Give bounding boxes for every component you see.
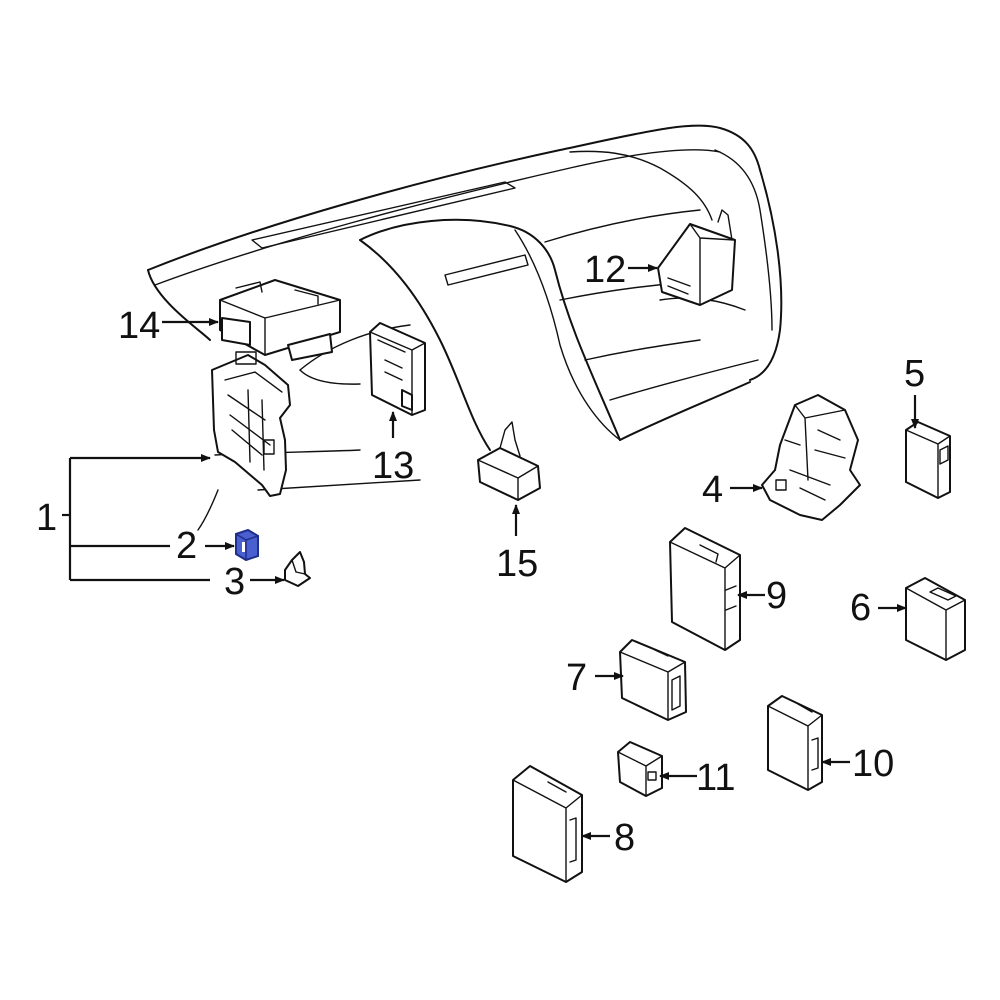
module-10[interactable] [767,695,823,791]
callout-2[interactable]: 2 [176,525,197,567]
callout-13[interactable]: 13 [372,445,414,487]
module-13[interactable] [369,322,426,416]
relay-2-highlighted[interactable] [235,528,259,562]
callout-10[interactable]: 10 [852,743,894,785]
callout-3[interactable]: 3 [224,561,245,603]
module-6[interactable] [905,577,966,661]
module-11[interactable] [617,741,663,797]
callout-9[interactable]: 9 [766,575,787,617]
module-15[interactable] [477,421,541,501]
callout-7[interactable]: 7 [566,657,587,699]
callout-4[interactable]: 4 [702,469,723,511]
callout-1[interactable]: 1 [36,497,57,539]
module-8[interactable] [512,765,583,883]
junction-block-4[interactable] [761,394,861,521]
callout-8[interactable]: 8 [614,817,635,859]
clip-3[interactable] [284,551,311,587]
leader-arrows [162,264,919,840]
callout-15[interactable]: 15 [496,543,538,585]
callout-12[interactable]: 12 [584,249,626,291]
module-12[interactable] [657,209,736,306]
callout-14[interactable]: 14 [118,305,160,347]
callout-5[interactable]: 5 [904,353,925,395]
callout-labels: 1 2 3 4 5 6 7 8 9 10 11 12 13 14 15 [36,249,925,859]
module-9[interactable] [669,527,741,651]
module-5[interactable] [905,421,951,499]
relay-block-1[interactable] [211,351,291,497]
bracket-lines-1 [62,454,211,582]
callout-11[interactable]: 11 [696,757,735,799]
module-7[interactable] [619,639,687,721]
module-14[interactable] [219,279,341,361]
callout-6[interactable]: 6 [850,587,871,629]
